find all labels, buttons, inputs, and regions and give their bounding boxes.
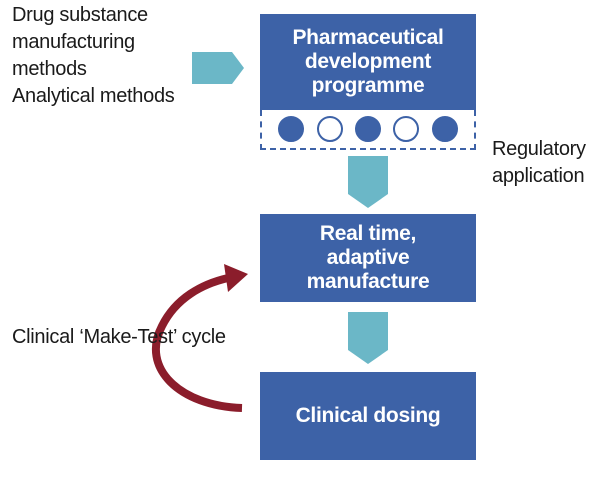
stage-dot	[316, 116, 343, 142]
inputs-line-3: methods	[12, 58, 87, 80]
manufacture-line-1: Real time,	[319, 222, 417, 245]
inputs-line-4: Analytical methods	[12, 85, 175, 107]
development-programme-box: Pharmaceutical development programme	[260, 14, 476, 110]
stage-dot	[354, 116, 381, 142]
dosing-line-1: Clinical dosing	[295, 404, 441, 427]
stage-dot	[393, 116, 420, 142]
make-test-cycle-arrowhead	[224, 264, 248, 292]
manufacture-box: Real time, adaptive manufacture	[260, 214, 476, 302]
stage-dot	[278, 116, 305, 142]
regulatory-text: Regulatory application	[492, 136, 586, 190]
development-line-1: Pharmaceutical	[292, 26, 444, 49]
stage-dots-row	[260, 110, 476, 150]
make-test-cycle-arrow-curve	[152, 274, 243, 412]
stage-dot	[431, 116, 458, 142]
inputs-text: Drug substance manufacturing methods Ana…	[12, 2, 175, 110]
regulatory-line-2: application	[492, 165, 585, 187]
input-arrow	[192, 52, 244, 84]
manufacture-line-2: adaptive	[326, 246, 410, 269]
input-arrow-shape	[192, 52, 244, 84]
clinical-dosing-box: Clinical dosing	[260, 372, 476, 460]
down-arrow-1-shape	[348, 156, 388, 208]
development-line-2: development	[304, 50, 432, 73]
development-line-3: programme	[311, 74, 425, 97]
inputs-line-1: Drug substance	[12, 4, 148, 26]
manufacture-line-3: manufacture	[306, 270, 430, 293]
inputs-line-2: manufacturing	[12, 31, 135, 53]
make-test-cycle-arrow	[152, 264, 248, 412]
make-test-cycle-label: Clinical ‘Make-Test’ cycle	[12, 326, 226, 348]
regulatory-line-1: Regulatory	[492, 138, 586, 160]
down-arrow-1	[348, 156, 388, 208]
down-arrow-2	[348, 312, 388, 364]
down-arrow-2-shape	[348, 312, 388, 364]
